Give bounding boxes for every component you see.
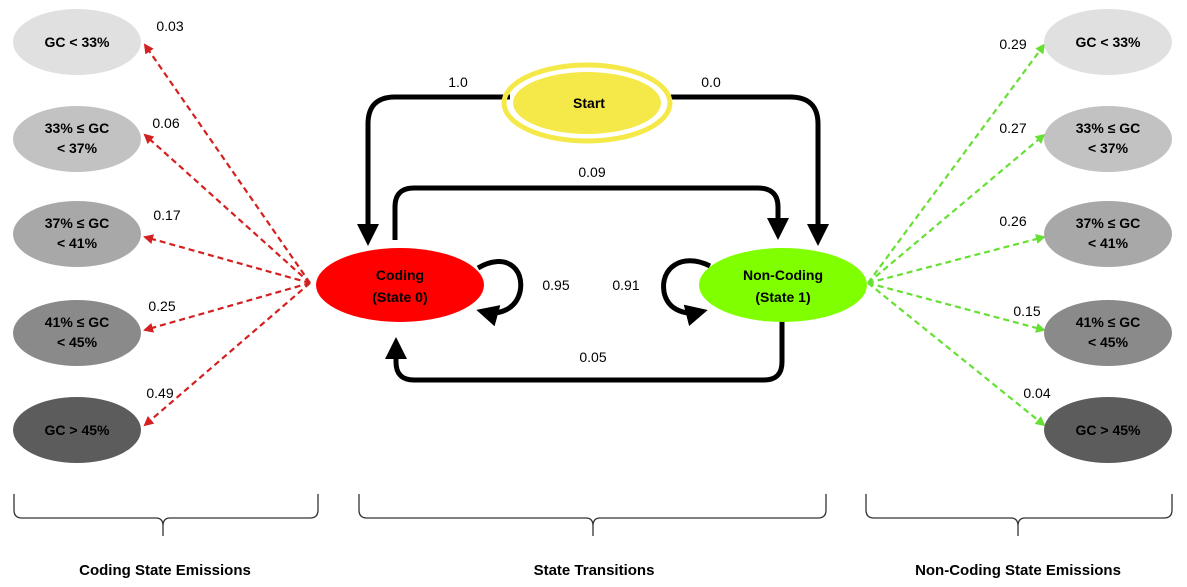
coding-bin: 33% ≤ GC < 37% 0.06	[13, 106, 180, 172]
section-braces	[13, 494, 1173, 536]
coding-section-brace	[13, 494, 319, 536]
coding-section-label: Coding State Emissions	[79, 562, 251, 579]
noncoding-bin: 41% ≤ GC < 45% 0.15	[1013, 300, 1172, 366]
noncoding-emission-arrow	[867, 43, 1046, 284]
noncoding-bin-label: GC > 45%	[1076, 422, 1142, 438]
noncoding-bin-prob: 0.27	[999, 120, 1026, 136]
noncoding-emission-arrow	[867, 282, 1046, 427]
noncoding-section-label: Non-Coding State Emissions	[915, 562, 1121, 579]
coding-emission-arrow	[143, 133, 311, 284]
start-to-noncoding-prob: 0.0	[701, 74, 721, 90]
coding-bin-label: 41% ≤ GC	[45, 314, 109, 330]
coding-bin-ellipse	[13, 397, 141, 463]
coding-emission-arrow	[143, 281, 311, 333]
coding-bin-label: 37% ≤ GC	[45, 215, 109, 231]
coding-bin-prob: 0.17	[153, 207, 180, 223]
noncoding-bin: GC > 45% 0.04	[1023, 385, 1172, 463]
noncoding-self-loop-arrow	[661, 258, 712, 327]
coding-bin-prob: 0.06	[152, 115, 179, 131]
noncoding-bin-sublabel: < 37%	[1088, 140, 1129, 156]
start-node-fill	[513, 72, 661, 134]
coding-emission-arrows	[143, 43, 311, 427]
coding-bin-label: GC < 33%	[45, 34, 111, 50]
coding-bin-ellipse	[13, 9, 141, 75]
coding-to-noncoding-arrow	[392, 185, 789, 240]
coding-self-loop-arrow	[476, 259, 524, 327]
coding-bin-ellipse	[13, 300, 141, 366]
coding-state-ellipse	[316, 248, 484, 322]
coding-bin-sublabel: < 41%	[57, 235, 98, 251]
noncoding-bin-prob: 0.29	[999, 36, 1026, 52]
noncoding-emission-arrow	[867, 281, 1046, 333]
coding-bin-label: 33% ≤ GC	[45, 120, 109, 136]
coding-state-sublabel: (State 0)	[372, 289, 427, 305]
coding-bin: GC < 33% 0.03	[13, 9, 184, 75]
coding-bin: 37% ≤ GC < 41% 0.17	[13, 201, 181, 267]
noncoding-emission-bins: GC < 33% 0.29 33% ≤ GC < 37% 0.27 37% ≤ …	[999, 9, 1172, 463]
start-node-label: Start	[573, 95, 605, 111]
coding-bin-prob: 0.49	[146, 385, 173, 401]
noncoding-bin-sublabel: < 41%	[1088, 235, 1129, 251]
coding-bin-label: GC > 45%	[45, 422, 111, 438]
noncoding-bin-prob: 0.26	[999, 213, 1026, 229]
start-to-noncoding-arrow	[668, 94, 829, 246]
noncoding-bin-sublabel: < 45%	[1088, 334, 1129, 350]
noncoding-to-coding-prob: 0.05	[579, 349, 606, 365]
noncoding-emission-arrow	[867, 234, 1046, 285]
coding-to-noncoding-prob: 0.09	[578, 164, 605, 180]
noncoding-bin-label: 33% ≤ GC	[1076, 120, 1140, 136]
coding-self-prob: 0.95	[542, 277, 569, 293]
start-node: Start	[501, 62, 673, 144]
coding-emission-arrow	[143, 43, 311, 284]
noncoding-state-sublabel: (State 1)	[755, 289, 810, 305]
coding-emission-bins: GC < 33% 0.03 33% ≤ GC < 37% 0.06 37% ≤ …	[13, 9, 184, 463]
coding-emission-arrow	[143, 282, 311, 427]
coding-emission-arrow	[143, 234, 311, 285]
noncoding-section-brace	[865, 494, 1173, 536]
noncoding-self-prob: 0.91	[612, 277, 639, 293]
noncoding-bin-label: GC < 33%	[1076, 34, 1142, 50]
coding-bin-sublabel: < 37%	[57, 140, 98, 156]
noncoding-emission-arrow	[867, 133, 1046, 284]
noncoding-bin-ellipse	[1044, 300, 1172, 366]
coding-state-node: Coding (State 0)	[316, 248, 484, 322]
start-node-ring	[501, 62, 673, 144]
coding-bin: 41% ≤ GC < 45% 0.25	[13, 298, 176, 366]
noncoding-to-coding-arrow	[385, 320, 785, 383]
noncoding-state-ellipse	[699, 248, 867, 322]
coding-state-label: Coding	[376, 267, 424, 283]
noncoding-bin: 33% ≤ GC < 37% 0.27	[999, 106, 1172, 172]
noncoding-emission-arrows	[867, 43, 1046, 427]
noncoding-bin-prob: 0.04	[1023, 385, 1050, 401]
noncoding-bin-ellipse	[1044, 9, 1172, 75]
noncoding-state-label: Non-Coding	[743, 267, 823, 283]
noncoding-bin: 37% ≤ GC < 41% 0.26	[999, 201, 1172, 267]
noncoding-bin-ellipse	[1044, 106, 1172, 172]
coding-bin-ellipse	[13, 106, 141, 172]
noncoding-bin-label: 37% ≤ GC	[1076, 215, 1140, 231]
coding-bin-ellipse	[13, 201, 141, 267]
transitions-section-brace	[358, 494, 827, 536]
noncoding-bin-ellipse	[1044, 201, 1172, 267]
coding-bin-prob: 0.25	[148, 298, 175, 314]
coding-bin-prob: 0.03	[156, 18, 183, 34]
noncoding-bin: GC < 33% 0.29	[999, 9, 1172, 75]
start-to-coding-prob: 1.0	[448, 74, 468, 90]
transition-arrows	[357, 94, 829, 383]
noncoding-bin-prob: 0.15	[1013, 303, 1040, 319]
noncoding-bin-ellipse	[1044, 397, 1172, 463]
noncoding-state-node: Non-Coding (State 1)	[699, 248, 867, 322]
coding-bin-sublabel: < 45%	[57, 334, 98, 350]
start-to-coding-arrow	[357, 94, 510, 246]
noncoding-bin-label: 41% ≤ GC	[1076, 314, 1140, 330]
transitions-section-label: State Transitions	[534, 562, 655, 579]
coding-bin: GC > 45% 0.49	[13, 385, 174, 463]
